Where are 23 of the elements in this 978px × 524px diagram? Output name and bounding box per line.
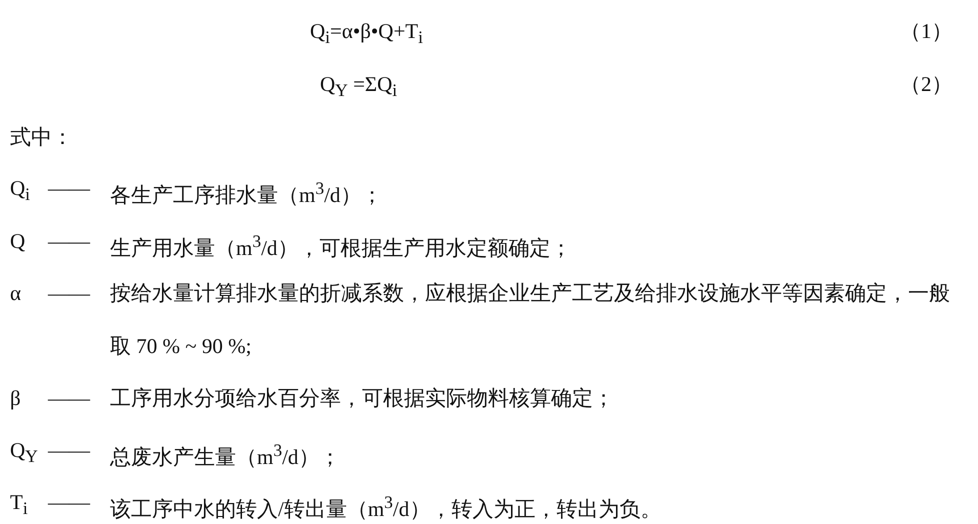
formula: Q$_{Y}$ =ΣQ$_{i}$ bbox=[320, 71, 398, 102]
dash-separator: —— bbox=[48, 175, 90, 201]
heading-text: 式中： bbox=[10, 124, 73, 150]
symbol-text: Q$_{Y}$ bbox=[10, 437, 38, 468]
formula: Q$_{i}$=α•β•Q+T$_{i}$ bbox=[310, 18, 423, 50]
dash-separator: —— bbox=[48, 280, 90, 306]
definition-text: 该工序中水的转入/转出量（m$^{3}$/d），转入为正，转出为负。 bbox=[110, 491, 662, 522]
symbol-text: Q bbox=[10, 228, 26, 254]
symbol-text: Q$_{i}$ bbox=[10, 175, 30, 206]
definition-text: 按给水量计算排水量的折减系数，应根据企业生产工艺及给排水设施水平等因素确定，一般取 70 % ~ 90 %; bbox=[110, 280, 951, 360]
definition-text: 总废水产生量（m$^{3}$/d）； bbox=[110, 439, 340, 470]
dash-separator: —— bbox=[48, 437, 90, 463]
definition-text: 生产用水量（m$^{3}$/d），可根据生产用水定额确定； bbox=[110, 230, 572, 261]
equation-number: （1） bbox=[900, 18, 952, 44]
symbol-text: α bbox=[10, 280, 22, 306]
symbol-text: T$_{i}$ bbox=[10, 489, 28, 520]
definition-text: 各生产工序排水量（m$^{3}$/d）； bbox=[110, 177, 382, 208]
symbol-text: β bbox=[10, 385, 21, 411]
dash-separator: —— bbox=[48, 385, 90, 411]
equation-number: （2） bbox=[900, 71, 952, 97]
definition-text: 工序用水分项给水百分率，可根据实际物料核算确定； bbox=[110, 385, 614, 411]
dash-separator: —— bbox=[48, 489, 90, 515]
dash-separator: —— bbox=[48, 228, 90, 254]
